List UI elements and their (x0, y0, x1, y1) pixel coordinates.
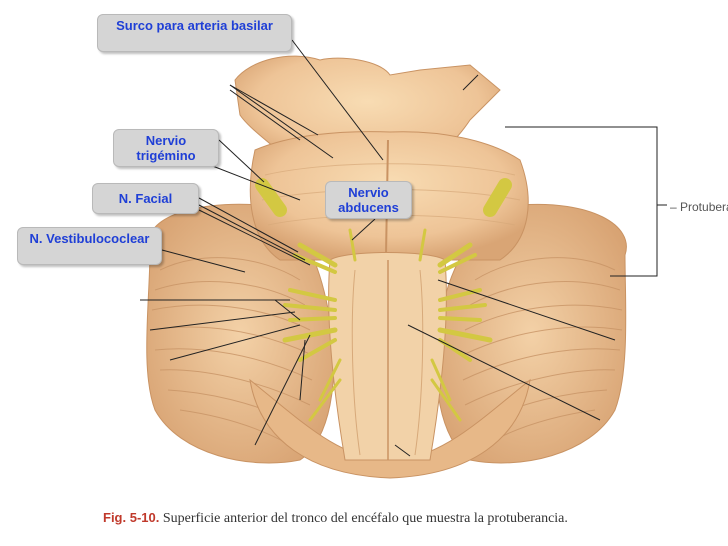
figure-caption: Fig. 5-10. Superficie anterior del tronc… (103, 510, 663, 527)
cerebellum-right (435, 203, 627, 464)
side-label-protuberancia: – Protubera (670, 200, 728, 214)
label-nervio-facial: N. Facial (92, 183, 199, 214)
label-nervio-vestibulococlear: N. Vestibulococlear (17, 227, 162, 265)
figure-caption-text: Superficie anterior del tronco del encéf… (162, 511, 568, 526)
trigeminal-nerve-left (255, 178, 287, 217)
label-nervio-trigemino: Nervio trigémino (113, 129, 219, 167)
label-nervio-abducens: Nervio abducens (325, 181, 412, 219)
trigeminal-nerve-right (483, 178, 512, 217)
cerebellum-left (146, 203, 335, 464)
leader-lines (140, 39, 667, 457)
figure-number: Fig. 5-10. (103, 510, 160, 525)
medulla-oblongata (328, 252, 447, 461)
label-surco-arteria-basilar: Surco para arteria basilar (97, 14, 292, 52)
